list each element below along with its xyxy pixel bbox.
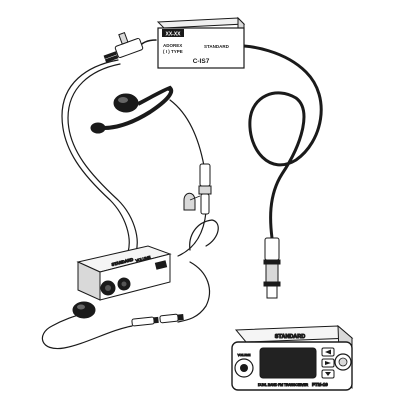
earpiece-plug-a [131, 316, 155, 327]
volume-knob-inner [240, 364, 248, 372]
control-box-label1: STANDARD [111, 257, 134, 267]
plug-screw [118, 31, 129, 45]
adapter-badge-text: XX-XX [165, 32, 181, 38]
tuning-dial-inner [338, 357, 348, 367]
earpiece-bud-highlight [77, 304, 85, 310]
mic-jack-connector [263, 237, 281, 299]
adapter-box-top [156, 17, 246, 29]
plug-pin-b [104, 54, 119, 63]
radio-plug [103, 31, 144, 63]
control-knob-right-cap [121, 281, 127, 287]
headset-mic [90, 85, 174, 134]
earpiece-plug-b [159, 313, 179, 324]
mic-jack-grip [265, 263, 279, 283]
control-box-label2: VOLUME [135, 255, 151, 263]
main-cable [226, 44, 323, 240]
earpiece [72, 301, 184, 327]
adapter-brand-label: STANDARD [204, 44, 230, 49]
volume-knob-label: VOLUME [238, 353, 251, 357]
mic-earpad-highlight [118, 97, 128, 103]
connector-cable [177, 211, 207, 257]
adapter-name-label: C-IS7 [193, 58, 210, 65]
button-3-icon [325, 372, 331, 376]
inline-connector [183, 163, 212, 215]
connector-ring [198, 185, 212, 195]
mic-boom [103, 85, 174, 130]
earpiece-cord [41, 309, 133, 350]
cap-tether [189, 195, 201, 201]
connector-body-top [199, 163, 211, 187]
adapter-box: XX-XX ADOREX ( I ) TYPE STANDARD C-IS7 [156, 16, 246, 69]
mic-jack-ring1 [263, 259, 281, 265]
control-knob-left-cap [105, 285, 111, 291]
connector-cap [183, 192, 196, 211]
transceiver: STANDARD VOLUME DUAL BAND FM TRANSCEIVER… [231, 324, 354, 391]
button-1-icon [325, 349, 331, 355]
boom-cable [169, 99, 205, 167]
adapter-model-line1: ADOREX [163, 43, 182, 48]
adapter-badge [162, 29, 184, 37]
plug-pin-a [103, 51, 117, 59]
adapter-model-line2: ( I ) TYPE [163, 49, 183, 54]
control-jack [154, 260, 168, 270]
mic-jack-ring2 [263, 281, 281, 287]
earpiece-bud [72, 301, 96, 319]
earpiece-plug-b-ring [177, 313, 184, 321]
earpiece-plug-a-ring [153, 316, 159, 324]
button-2-icon [325, 361, 331, 365]
mic-earpad [113, 93, 139, 113]
mic-jack-body [264, 237, 280, 261]
transceiver-screen [259, 347, 317, 379]
mic-boom-inner [139, 90, 169, 107]
headset-cable-b [67, 63, 138, 253]
transceiver-caption: DUAL BAND FM TRANSCEIVER [258, 383, 309, 387]
cables [41, 39, 323, 350]
transceiver-brand: STANDARD [275, 334, 305, 340]
headset-cable [61, 59, 130, 253]
transceiver-model: FTM-10 [312, 382, 328, 387]
connector-body-bottom [200, 193, 210, 215]
plug-body [114, 37, 144, 59]
control-loop [189, 219, 219, 251]
mic-jack-tip [266, 285, 278, 299]
earpiece-cable [177, 261, 211, 323]
control-box-side [99, 253, 171, 301]
mic-head [90, 122, 106, 134]
control-box: STANDARD VOLUME [76, 245, 172, 301]
